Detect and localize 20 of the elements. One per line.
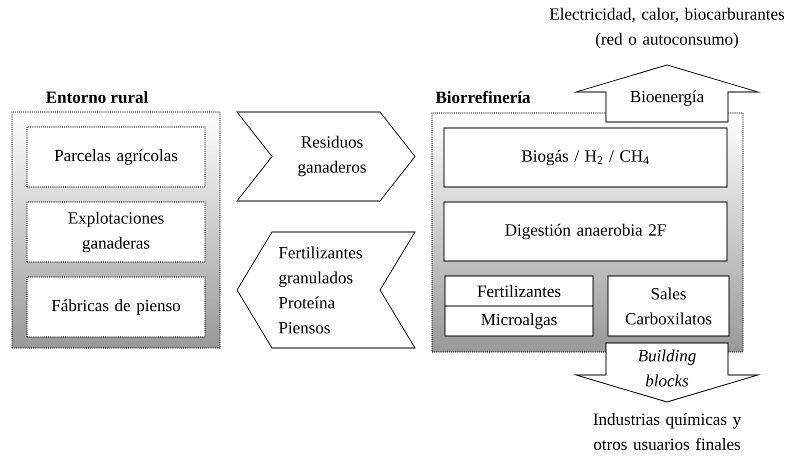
block-arrow	[572, 342, 762, 402]
chevron-arrow	[236, 112, 416, 202]
process-box: Fertilizantes	[444, 276, 594, 306]
edge-label: Building blocks	[638, 350, 696, 386]
block-arrow	[572, 64, 762, 122]
text-label: Electricidad, calor, biocarburantes (red o autoconsumo)	[550, 8, 784, 48]
edge-label: Bioenergía	[630, 90, 704, 106]
process-box: Sales Carboxilatos	[608, 276, 730, 336]
process-box: Biogás / H$_{2}$ / CH$_{4}$	[444, 128, 728, 188]
chevron-arrow	[236, 232, 416, 348]
heading: Biorrefinería	[436, 90, 530, 104]
heading: Entorno rural	[46, 91, 148, 103]
process-box: Microalgas	[444, 306, 594, 336]
process-box: Explotaciones ganaderas	[26, 202, 206, 262]
process-box: Parcelas agrícolas	[26, 126, 206, 188]
text-label: Industrias químicas y otros usuarios finales	[593, 413, 742, 450]
process-box: Fábricas de pienso	[26, 276, 206, 338]
edge-label: Residuos ganaderos	[298, 136, 366, 176]
edge-label: Fertilizantes granulados Proteína Piensos	[278, 246, 362, 334]
process-box: Digestión anaerobia 2F	[444, 202, 728, 262]
